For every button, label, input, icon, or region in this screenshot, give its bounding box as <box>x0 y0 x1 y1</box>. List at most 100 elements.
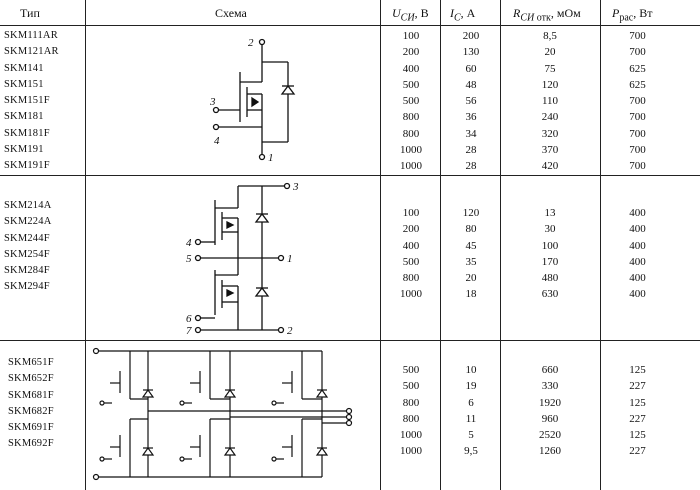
col-rule-3 <box>440 0 441 490</box>
group-rule-2 <box>0 340 700 341</box>
table-cell: 500 <box>402 255 420 268</box>
pin-label: 3 <box>292 181 299 193</box>
table-cell: 1920 <box>539 396 561 409</box>
header-type: Тип <box>20 6 40 20</box>
col-rule-5 <box>600 0 601 490</box>
pin-label: 1 <box>268 152 274 164</box>
table-cell: 125 <box>629 364 646 376</box>
table-cell: 6 <box>468 396 474 409</box>
table-cell: 20 <box>465 272 477 285</box>
table-cell: 130 <box>462 46 480 59</box>
col-rule-4 <box>500 0 501 490</box>
table-cell: SKM224A <box>4 216 52 228</box>
table-cell: 480 <box>541 272 559 285</box>
table-cell: SKM191F <box>4 160 50 172</box>
table-cell: SKM151 <box>4 78 44 90</box>
table-cell: 227 <box>629 380 646 393</box>
table-cell: SKM244F <box>4 232 50 244</box>
table-cell: 13 <box>544 207 556 219</box>
table-cell: 8,5 <box>543 30 557 42</box>
table-cell: 700 <box>629 127 646 140</box>
table-cell: 28 <box>465 160 477 173</box>
table-cell: 28 <box>465 144 477 157</box>
table-cell: 5 <box>468 429 474 442</box>
table-cell: 30 <box>544 223 556 236</box>
table-cell: 400 <box>629 255 646 268</box>
table-cell: 400 <box>629 207 646 219</box>
table-cell: 100 <box>402 207 420 219</box>
table-cell: 370 <box>541 144 559 157</box>
table-cell: SKM651F <box>8 357 54 368</box>
table-cell: SKM284F <box>4 265 50 277</box>
table-cell: 500 <box>402 78 420 91</box>
table-cell: SKM254F <box>4 248 50 260</box>
pin-label: 4 <box>214 135 220 147</box>
table-cell: 45 <box>465 239 477 252</box>
table-cell: 1000 <box>400 445 422 458</box>
table-cell: 60 <box>465 62 477 75</box>
table-cell: 20 <box>544 46 556 59</box>
table-cell: 960 <box>541 412 559 425</box>
table-cell: 2520 <box>539 429 561 442</box>
table-cell: 35 <box>465 255 477 268</box>
table-cell: 630 <box>541 288 559 301</box>
table-cell: SKM181 <box>4 111 44 123</box>
table-cell: 700 <box>629 160 646 173</box>
table-cell: 227 <box>629 412 646 425</box>
table-cell: 500 <box>402 364 420 376</box>
table-cell: 120 <box>541 78 559 91</box>
table-cell: 48 <box>465 78 477 91</box>
header-p: Pрас, Вт <box>612 6 653 24</box>
header-i: IC, А <box>450 6 476 24</box>
table-cell: 400 <box>629 272 646 285</box>
table-cell: 400 <box>629 239 646 252</box>
table-cell: 800 <box>402 272 420 285</box>
table-cell: 10 <box>465 364 477 376</box>
table-cell: 400 <box>402 239 420 252</box>
table-cell: 625 <box>629 78 646 91</box>
pin-label: 4 <box>186 237 192 249</box>
table-cell: SKM692F <box>8 438 54 450</box>
table-cell: SKM191 <box>4 144 44 156</box>
header-r: RСИ отк, мОм <box>513 6 581 24</box>
table-cell: SKM682F <box>8 405 54 417</box>
table-cell: 200 <box>402 223 420 236</box>
schematic-single-mosfet: 2 3 4 1 <box>209 37 296 164</box>
table-cell: 800 <box>402 127 420 140</box>
table-cell: 227 <box>629 445 646 458</box>
pin-label: 2 <box>248 37 254 49</box>
table-cell: 625 <box>629 62 646 75</box>
table-cell: 1260 <box>539 445 561 458</box>
table-cell: 800 <box>402 412 420 425</box>
table-cell: 500 <box>402 95 420 108</box>
table-cell: 500 <box>402 380 420 393</box>
table-cell: 100 <box>402 30 420 42</box>
table-cell: 120 <box>462 207 480 219</box>
table-cell: 36 <box>465 111 477 124</box>
table-cell: 18 <box>465 288 477 301</box>
pin-label: 7 <box>186 325 192 337</box>
header-u: UСИ, В <box>392 6 429 24</box>
table-cell: 1000 <box>400 160 422 173</box>
table-cell: 400 <box>402 62 420 75</box>
table-cell: SKM121AR <box>4 46 59 58</box>
schematic-three-phase-bridge <box>92 347 353 481</box>
phase-leg-3 <box>271 351 329 477</box>
pin-label: 5 <box>186 253 192 265</box>
table-cell: 1000 <box>400 144 422 157</box>
table-cell: 240 <box>541 111 559 124</box>
table-cell: 56 <box>465 95 477 108</box>
col-rule-2 <box>380 0 381 490</box>
table-cell: 330 <box>541 380 559 393</box>
